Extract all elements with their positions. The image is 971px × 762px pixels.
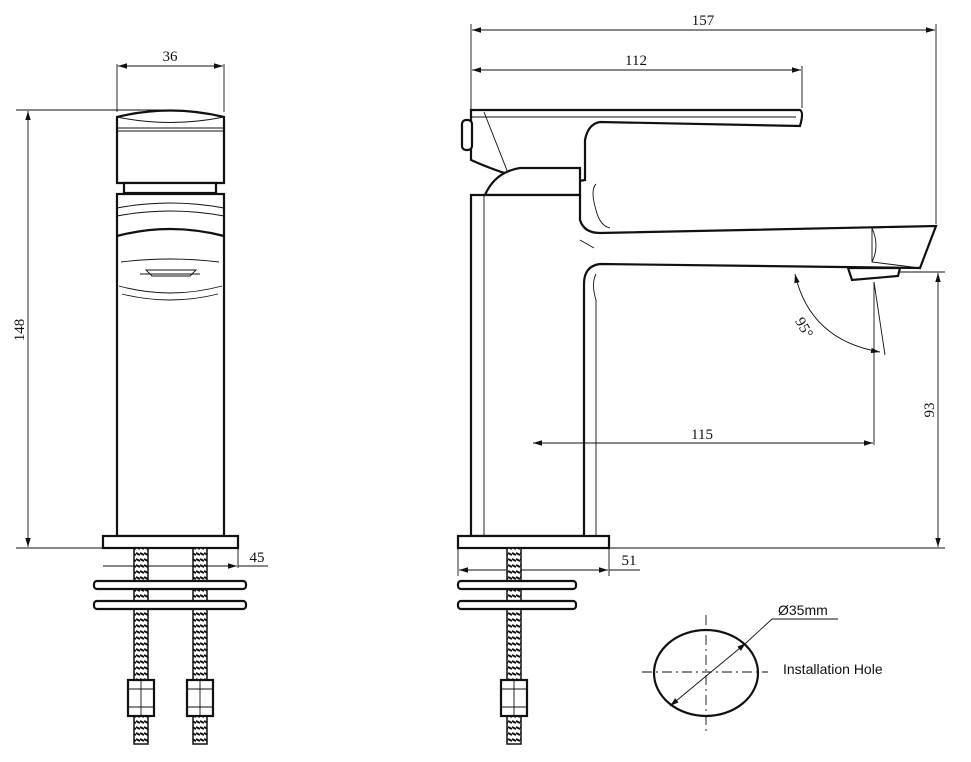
side-washer-1 [456, 579, 578, 591]
hole-circle [652, 628, 760, 718]
side-nut [499, 678, 529, 718]
front-width-dim: 36 [163, 49, 179, 65]
side-cap [460, 118, 474, 152]
spout-angle-dim: 95° [791, 315, 815, 341]
angle-dim-group: 95° [791, 273, 886, 445]
front-washer-2 [92, 599, 248, 611]
front-washer-1 [92, 579, 248, 591]
front-body [115, 192, 226, 538]
hole-diameter-label: Ø35mm [778, 602, 828, 618]
front-base-plate [101, 534, 240, 550]
spout-height-dim: 93 [922, 403, 938, 418]
front-nut-right [185, 678, 215, 718]
front-handle [115, 109, 226, 195]
installation-hole-title: Installation Hole [783, 661, 883, 677]
side-washer-2 [456, 599, 578, 611]
side-body [469, 183, 938, 538]
lever-length-dim: 112 [625, 53, 647, 69]
side-base-dim: 51 [622, 553, 637, 569]
front-base-dim: 45 [250, 550, 265, 566]
front-nut-left [126, 678, 156, 718]
side-view: 157 112 95° [456, 13, 945, 745]
spout-reach-dim: 115 [691, 427, 713, 443]
installation-hole-detail: Ø35mm Installation Hole [642, 602, 883, 732]
side-base-plate [456, 534, 611, 550]
side-aerator [846, 266, 902, 282]
overall-length-dim: 157 [692, 13, 715, 29]
front-view: 36 148 [12, 49, 268, 745]
front-height-dim: 148 [12, 319, 28, 342]
